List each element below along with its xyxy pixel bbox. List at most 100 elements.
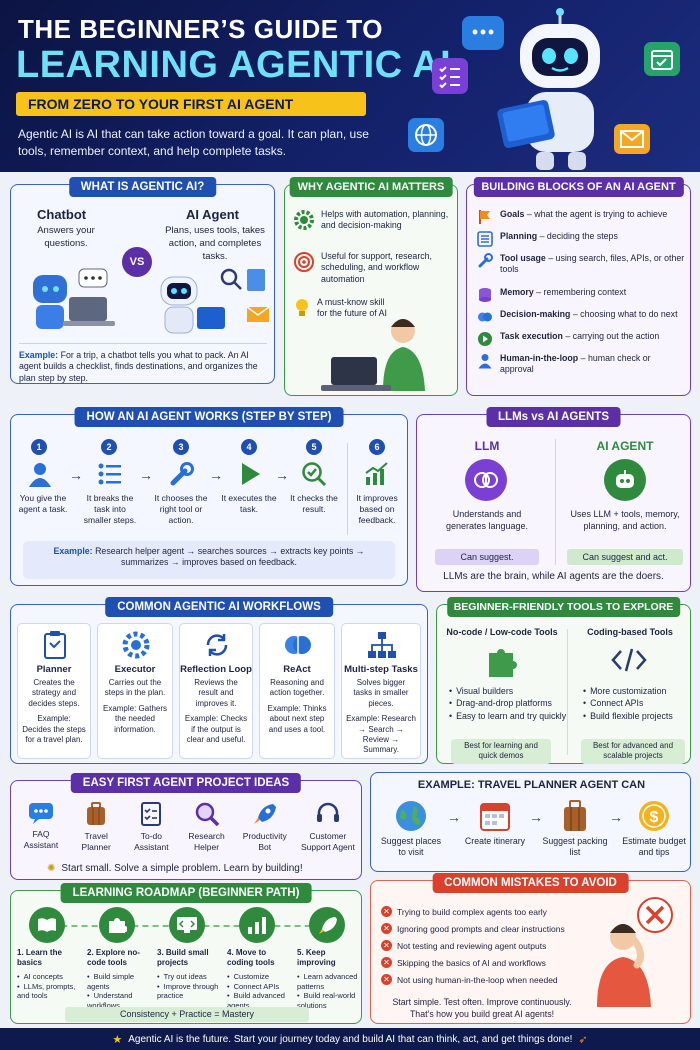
- ideas-title: EASY FIRST AGENT PROJECT IDEAS: [70, 773, 302, 793]
- hierarchy-icon: [367, 630, 420, 660]
- travel-title: EXAMPLE: TRAVEL PLANNER AGENT CAN: [417, 779, 646, 791]
- roadmap-step-3: 3. Build small projects Try out ideas Im…: [157, 907, 223, 1001]
- llm-divider: [555, 439, 556, 565]
- nocode-list: Visual builders Drag-and-drop platforms …: [449, 685, 567, 722]
- block-human-name: Human-in-the-loop: [500, 353, 579, 363]
- task-list-icon: [97, 461, 139, 487]
- block-planning-name: Planning: [500, 231, 538, 241]
- gear-icon: [121, 630, 172, 660]
- growth-chart-icon: [364, 461, 403, 487]
- agent-desc: Plans, uses tools, takes action, and com…: [165, 225, 265, 262]
- idea-productivity: Productivity Bot: [236, 801, 294, 857]
- arrow-icon: →: [529, 809, 543, 825]
- block-execution: Task execution – carrying out the action: [477, 331, 687, 353]
- what-example-text: For a trip, a chatbot tells you what to …: [19, 350, 258, 383]
- how-step-5: 5 It checks the result.: [287, 439, 341, 515]
- block-human-desc: – human check or approval: [500, 353, 651, 375]
- why-item-3: A must-know skill for the future of AI: [293, 297, 393, 320]
- roadmap-step-4-items: Customize Connect APIs Build advanced ag…: [227, 972, 293, 1011]
- workflow-reflection-desc: Reviews the result and improves it.: [194, 678, 238, 708]
- arrow-icon: →: [209, 467, 223, 483]
- idea-todo-label: To-do Assistant: [134, 831, 169, 853]
- play-icon: [477, 331, 493, 353]
- roadmap-step-3-items: Try out ideas Improve through practice: [157, 972, 223, 1001]
- roadmap-step-4-title: 4. Move to coding tools: [227, 948, 275, 968]
- step-text-1: You give the agent a task.: [18, 493, 68, 515]
- how-example-text: Research helper agent → searches sources…: [95, 546, 365, 568]
- step-number-3: 3: [173, 439, 189, 455]
- workflow-reflection: Reflection Loop Reviews the result and i…: [179, 623, 253, 759]
- nocode-badge: Best for learning and quick demos: [451, 739, 551, 764]
- workflow-planner: Planner Creates the strategy and decides…: [17, 623, 91, 759]
- roadmap-step-5-title: 5. Keep improving: [297, 948, 336, 968]
- what-panel: WHAT IS AGENTIC AI? Chatbot Answers your…: [10, 177, 275, 384]
- block-planning: Planning – deciding the steps: [477, 231, 687, 253]
- mistake-item-5: ✕ Not using human-in-the-loop when neede…: [381, 971, 581, 988]
- brain-icon: [477, 309, 493, 331]
- workflow-reflection-example: Example: Checks if the output is clear a…: [184, 714, 248, 744]
- globe-icon: [408, 118, 444, 152]
- how-step-6: 6 It improves based on feedback.: [351, 439, 403, 526]
- roadmap-step-1-items: AI concepts LLMs, prompts, and tools: [17, 972, 83, 1001]
- step-text-2: It breaks the task into smaller steps.: [83, 493, 137, 526]
- puzzle-icon: [99, 907, 135, 943]
- x-mark-icon: ✕: [381, 940, 392, 951]
- travel-step-3: Suggest packing list: [541, 799, 609, 859]
- checklist-icon: [432, 58, 468, 94]
- code-monitor-icon: [169, 907, 205, 943]
- footer-bar: ★ Agentic AI is the future. Start your j…: [0, 1028, 700, 1050]
- chat-icon: [27, 801, 55, 825]
- blocks-panel: BUILDING BLOCKS OF AN AI AGENT Goals – w…: [466, 177, 691, 396]
- workflow-planner-name: Planner: [36, 664, 72, 675]
- step-text-6: It improves based on feedback.: [356, 493, 398, 526]
- block-goals-name: Goals: [500, 209, 525, 219]
- idea-faq-label: FAQ Assistant: [23, 829, 59, 851]
- clipboard-icon: [40, 630, 90, 660]
- block-memory: Memory – remembering context: [477, 287, 687, 309]
- arrow-icon: →: [447, 809, 461, 825]
- code-item-1: More customization: [583, 685, 689, 697]
- code-list: More customization Connect APIs Build fl…: [583, 685, 689, 722]
- llm-footer: LLMs are the brain, while AI agents are …: [443, 571, 664, 582]
- workflow-planner-desc: Creates the strategy and decides steps.: [28, 678, 80, 708]
- travel-step-4-text: Estimate budget and tips: [622, 836, 686, 858]
- nocode-title: No-code / Low-code Tools: [446, 627, 558, 637]
- block-decision-desc: – choosing what to do next: [570, 309, 678, 319]
- mistake-item-3: ✕ Not testing and reviewing agent output…: [381, 937, 581, 954]
- tools-divider: [567, 629, 568, 755]
- ideas-panel: EASY FIRST AGENT PROJECT IDEAS FAQ Assis…: [10, 773, 362, 880]
- roadmap-step-1-title: 1. Learn the basics: [17, 948, 62, 968]
- workflow-react: ReAct Reasoning and action together. Exa…: [259, 623, 335, 759]
- header: THE BEGINNER’S GUIDE TO LEARNING AGENTIC…: [0, 0, 700, 172]
- roadmap-step-2: 2. Explore no-code tools Build simple ag…: [87, 907, 153, 1011]
- calendar-icon: [644, 42, 680, 76]
- roadmap-step-5-item: Learn advanced patterns: [297, 972, 359, 992]
- why-item-3-text: A must-know skill for the future of AI: [317, 297, 387, 319]
- block-memory-name: Memory: [500, 287, 534, 297]
- lightbulb-icon: ✺: [47, 863, 56, 874]
- idea-travel-label: Travel Planner: [81, 831, 111, 853]
- mistake-item-4: ✕ Skipping the basics of AI and workflow…: [381, 954, 581, 971]
- step-number-5: 5: [306, 439, 322, 455]
- wrench-icon: [169, 461, 211, 487]
- workflow-executor-desc: Carries out the steps in the plan.: [104, 678, 166, 698]
- intro-text: Agentic AI is AI that can take action to…: [18, 127, 369, 159]
- ideas-tagline-row: ✺ Start small. Solve a simple problem. L…: [47, 863, 303, 874]
- rocket-icon: [251, 801, 279, 827]
- roadmap-step-3-item: Try out ideas: [157, 972, 223, 982]
- refresh-loop-icon: [202, 630, 252, 660]
- block-execution-desc: – carrying out the action: [562, 331, 660, 341]
- workflow-reflection-name: Reflection Loop: [180, 664, 252, 675]
- mistakes-panel: COMMON MISTAKES TO AVOID ✕ Trying to bui…: [370, 873, 691, 1024]
- roadmap-panel: LEARNING ROADMAP (BEGINNER PATH) 1. Lear…: [10, 883, 362, 1024]
- travel-step-4: $ Estimate budget and tips: [619, 799, 689, 859]
- workflow-multistep-desc: Solves bigger tasks in smaller pieces.: [353, 678, 409, 708]
- confused-person-icon: [579, 895, 689, 1007]
- what-example: Example: For a trip, a chatbot tells you…: [19, 344, 267, 384]
- roadmap-step-2-items: Build simple agents Understand workflows: [87, 972, 153, 1011]
- list-icon: [477, 231, 493, 253]
- x-mark-icon: ✕: [381, 957, 392, 968]
- roadmap-step-4-item: Customize: [227, 972, 293, 982]
- agent-robot-icon: [151, 267, 271, 339]
- workflow-react-name: ReAct: [283, 664, 311, 675]
